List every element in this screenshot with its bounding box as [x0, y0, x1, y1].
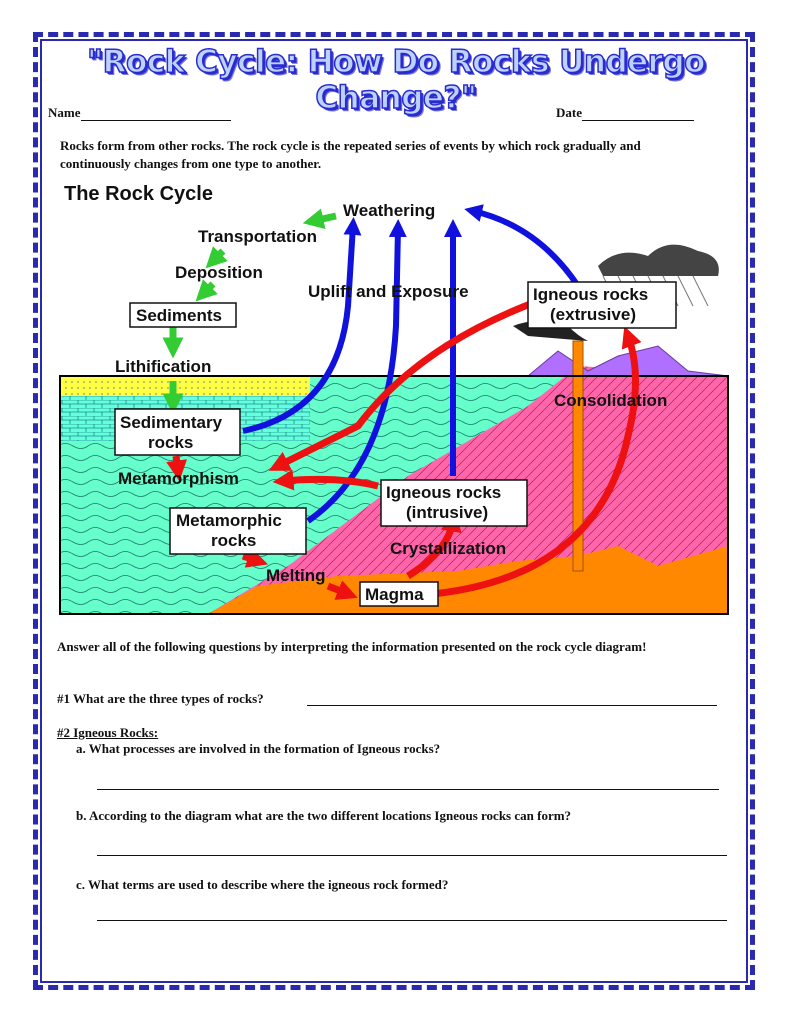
- sedimentary-label-1: Sedimentary: [120, 413, 223, 432]
- date-field[interactable]: Date: [556, 105, 694, 121]
- worksheet-title: "Rock Cycle: How Do Rocks Undergo Change…: [86, 43, 706, 117]
- transportation-label: Transportation: [198, 227, 317, 246]
- name-field[interactable]: Name: [48, 105, 231, 121]
- question-2a: a. What processes are involved in the fo…: [76, 741, 441, 756]
- instructions: Answer all of the following questions by…: [57, 639, 647, 654]
- sediments-label: Sediments: [136, 306, 222, 325]
- name-blank[interactable]: [80, 108, 231, 121]
- page-border: [33, 32, 755, 990]
- igneous-extrusive-label-1: Igneous rocks: [533, 285, 648, 304]
- melting-label: Melting: [266, 566, 326, 585]
- name-label: Name: [48, 105, 81, 120]
- metamorphic-label-2: rocks: [211, 531, 256, 550]
- answer-line-2a[interactable]: [97, 789, 719, 790]
- igneous-intrusive-label-2: (intrusive): [406, 503, 488, 522]
- diagram-title: The Rock Cycle: [64, 183, 213, 205]
- cloud: [598, 244, 719, 276]
- question-2-heading: #2 Igneous Rocks:: [57, 725, 159, 740]
- weathering-label: Weathering: [343, 201, 435, 220]
- igneous-intrusive-label-1: Igneous rocks: [386, 483, 501, 502]
- uplift-label: Uplift and Exposure: [308, 282, 469, 301]
- crystallization-label: Crystallization: [390, 539, 506, 558]
- magma-label: Magma: [365, 585, 424, 604]
- metamorphic-label-1: Metamorphic: [176, 511, 282, 530]
- question-1: #1 What are the three types of rocks?: [57, 691, 264, 706]
- deposition-label: Deposition: [175, 263, 263, 282]
- answer-line-1[interactable]: [307, 705, 717, 706]
- rock-cycle-diagram: The Rock Cycle Weathering Transportation…: [59, 183, 729, 615]
- answer-line-2c[interactable]: [97, 920, 727, 921]
- sediment-layer: [60, 376, 310, 396]
- sedimentary-label-2: rocks: [148, 433, 193, 452]
- igneous-extrusive-label-2: (extrusive): [550, 305, 636, 324]
- mountain: [526, 345, 729, 377]
- date-blank[interactable]: [582, 108, 694, 121]
- answer-line-2b[interactable]: [97, 855, 727, 856]
- question-2c: c. What terms are used to describe where…: [76, 877, 449, 892]
- intro-paragraph: Rocks form from other rocks. The rock cy…: [60, 138, 641, 171]
- metamorphism-label: Metamorphism: [118, 469, 239, 488]
- consolidation-label: Consolidation: [554, 391, 667, 410]
- date-label: Date: [556, 105, 582, 120]
- lithification-label: Lithification: [115, 357, 211, 376]
- question-2b: b. According to the diagram what are the…: [76, 808, 572, 823]
- volcano-vent: [572, 340, 584, 572]
